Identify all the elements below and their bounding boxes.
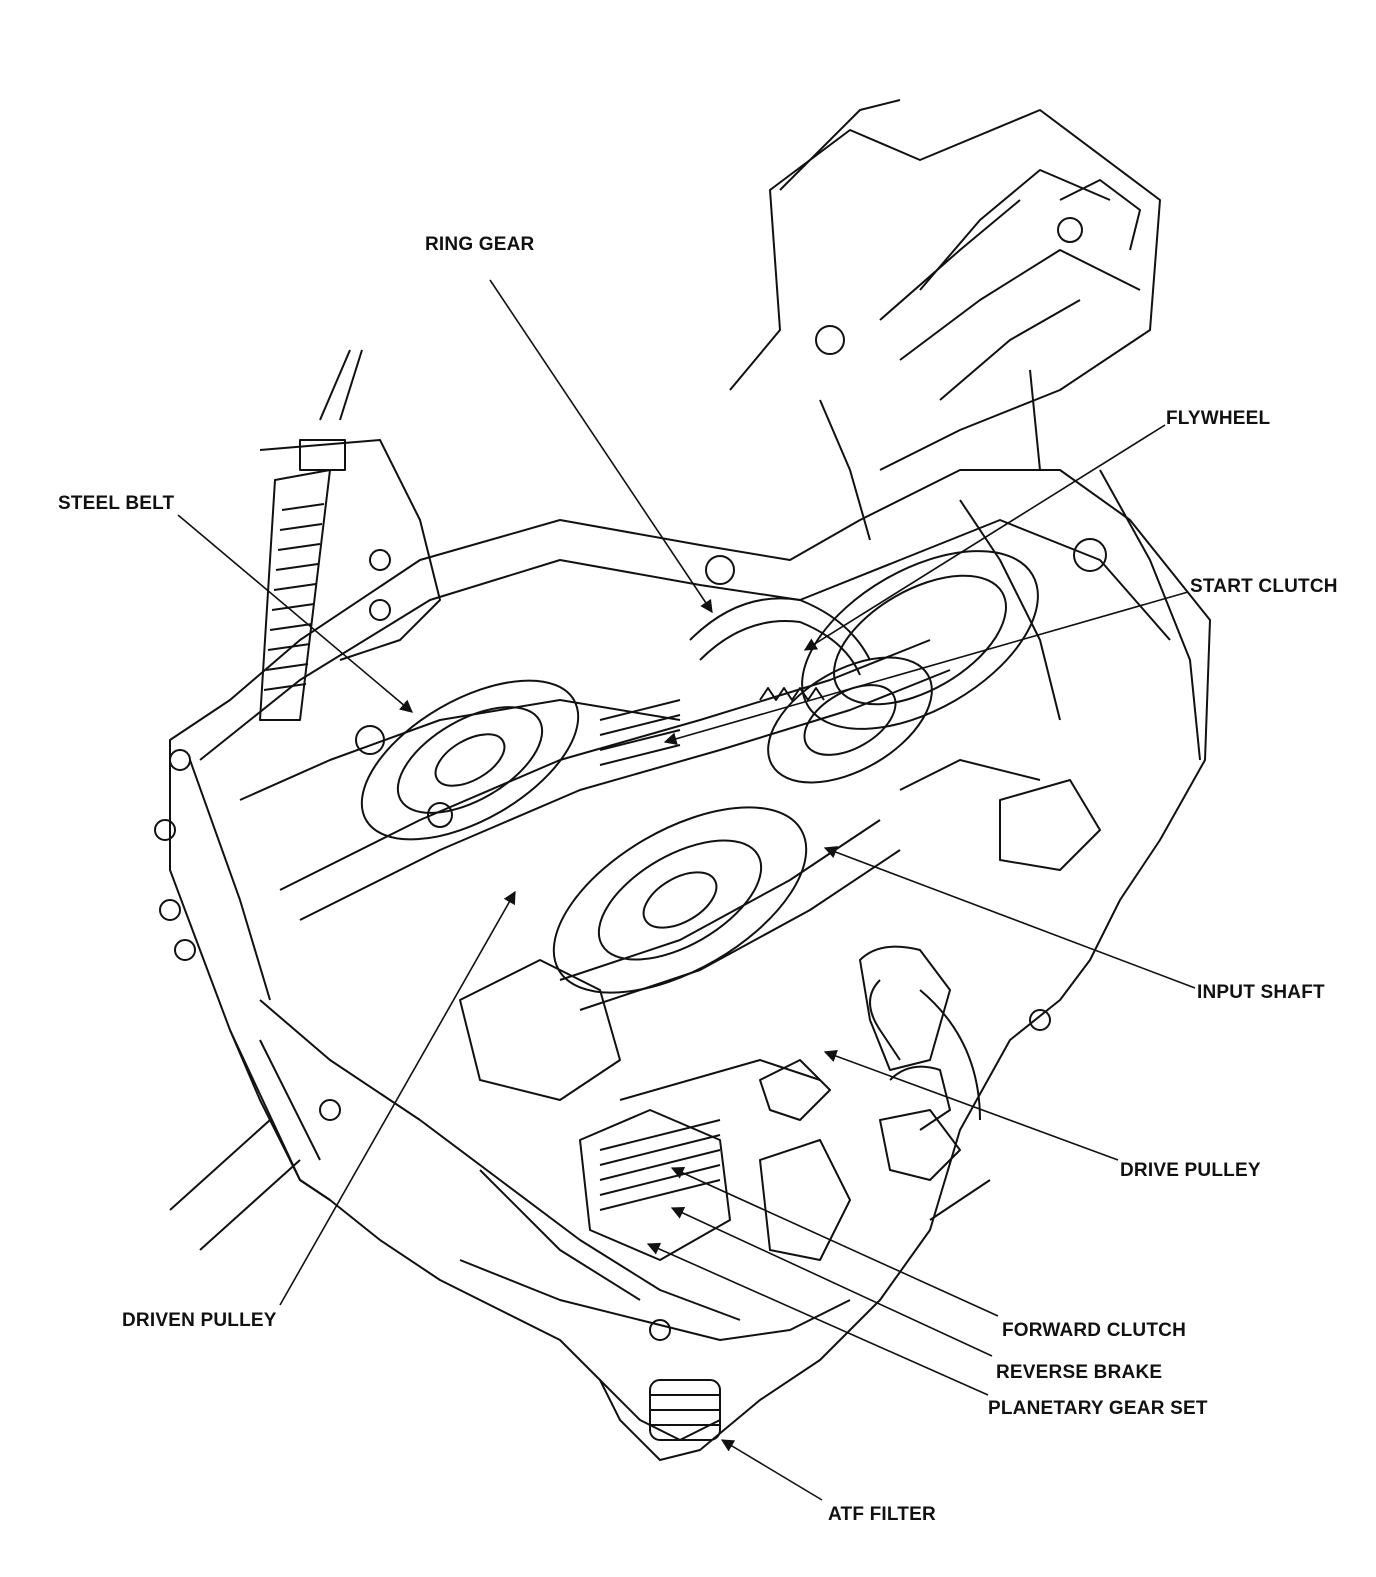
- label-steel-belt: STEEL BELT: [58, 493, 175, 514]
- leader-input-shaft: [823, 846, 1196, 989]
- leader-reverse-brake: [670, 1207, 993, 1357]
- leader-lines: [177, 279, 1196, 1501]
- leader-flywheel: [803, 424, 1166, 651]
- leader-steel-belt: [177, 514, 413, 713]
- leader-start-clutch: [663, 591, 1189, 745]
- label-drive-pulley: DRIVE PULLEY: [1120, 1160, 1261, 1181]
- transmission-housing: [154, 99, 1211, 1461]
- leader-forward-clutch: [670, 1166, 999, 1317]
- leader-atf-filter: [720, 1439, 823, 1501]
- label-start-clutch: START CLUTCH: [1190, 576, 1338, 597]
- label-flywheel: FLYWHEEL: [1166, 408, 1271, 429]
- label-driven-pulley: DRIVEN PULLEY: [122, 1310, 277, 1331]
- label-ring-gear: RING GEAR: [425, 234, 535, 255]
- label-atf-filter: ATF FILTER: [828, 1504, 936, 1525]
- leader-planetary-gear-set: [646, 1242, 989, 1396]
- label-forward-clutch: FORWARD CLUTCH: [1002, 1320, 1186, 1341]
- leader-drive-pulley: [823, 1049, 1119, 1161]
- label-reverse-brake: REVERSE BRAKE: [996, 1362, 1163, 1383]
- label-planetary-gear-set: PLANETARY GEAR SET: [988, 1398, 1208, 1419]
- leader-driven-pulley: [279, 890, 516, 1306]
- leader-ring-gear: [489, 279, 713, 614]
- label-input-shaft: INPUT SHAFT: [1197, 982, 1325, 1003]
